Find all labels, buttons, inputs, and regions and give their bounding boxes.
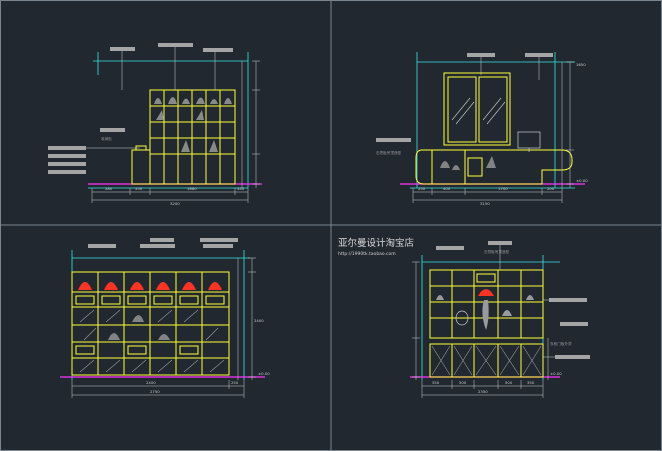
hatch-objects: [154, 97, 232, 152]
dim-label: 280: [105, 186, 113, 191]
left-label: 石膏板吊顶造型: [376, 150, 402, 155]
elevation-bottom-right: 亚尔曼设计淘宝店 http://1990tk.taobao.com 石膏板吊顶造…: [338, 237, 590, 398]
side-label: 收纳柜: [101, 136, 112, 141]
dim-label: 400: [443, 186, 451, 191]
dim-label: 500: [505, 380, 513, 385]
hatch-objects: [440, 156, 496, 170]
dim-label: 1860: [187, 186, 197, 191]
dim-label: 1700: [498, 186, 508, 191]
label-bars: [376, 53, 553, 142]
left-label: 衣柜门板外漆: [550, 341, 572, 346]
bottom-dims: [71, 380, 245, 398]
height-label: 2400: [254, 318, 264, 323]
elevation-bottom-left: 2400 ±0.00 2400 250 2750: [60, 238, 270, 398]
dim-label: 200: [547, 186, 555, 191]
watermark-url: http://1990tk.taobao.com: [338, 251, 396, 257]
vertical-dims: [241, 60, 260, 188]
floor-level-label: ±0.00: [550, 371, 562, 376]
hatch-objects: [108, 315, 170, 340]
total-dim-label: 3150: [480, 201, 490, 206]
dim-label: 250: [418, 186, 426, 191]
leader-lines: [499, 245, 555, 358]
elevation-label: ±0.00: [576, 178, 588, 183]
label-bars: [436, 241, 590, 359]
floor-level-label: ±0.00: [258, 371, 270, 376]
cabinet-bottom-left: [71, 271, 230, 376]
bottom-dims: [91, 188, 249, 203]
base-door-hatch: [431, 345, 542, 376]
vertical-dims: [412, 261, 549, 380]
bottom-dims: [421, 380, 544, 398]
dim-label: 350: [527, 380, 535, 385]
label-bars: [88, 238, 238, 248]
monitor: [517, 131, 541, 152]
dim-label: 500: [459, 380, 467, 385]
leader-lines: [86, 47, 216, 149]
dim-label: 250: [231, 380, 239, 385]
center-label: 石膏板吊顶造型: [484, 249, 510, 254]
guide-lines: [410, 52, 575, 189]
label-bars: [48, 43, 233, 174]
glass-hatch: [79, 309, 225, 373]
cabinet-bottom-right: [429, 269, 544, 378]
cabinet-top-left: [131, 89, 236, 185]
total-dim-label: 2350: [478, 389, 488, 394]
dim-label: 2400: [146, 380, 156, 385]
elevation-label: 1650: [576, 62, 586, 67]
total-dim-label: 2750: [150, 389, 160, 394]
bottom-dims: [412, 188, 563, 203]
bench-cabinet: [415, 149, 573, 185]
dim-label: 550: [135, 186, 143, 191]
window-frame: [443, 72, 511, 146]
leader-lines: [480, 57, 540, 80]
elevation-top-right: 石膏板吊顶造型: [376, 52, 588, 206]
total-dim-label: 3200: [170, 201, 180, 206]
vertical-dims: [237, 257, 256, 380]
guide-lines: [88, 52, 249, 189]
watermark-title: 亚尔曼设计淘宝店: [338, 237, 414, 249]
top-arches: [78, 282, 222, 290]
vertical-dims: [561, 61, 574, 188]
dim-label: 440: [237, 186, 245, 191]
dim-label: 350: [432, 380, 440, 385]
elevation-top-left: 收纳柜: [48, 43, 262, 206]
feature-decor: [436, 289, 534, 330]
